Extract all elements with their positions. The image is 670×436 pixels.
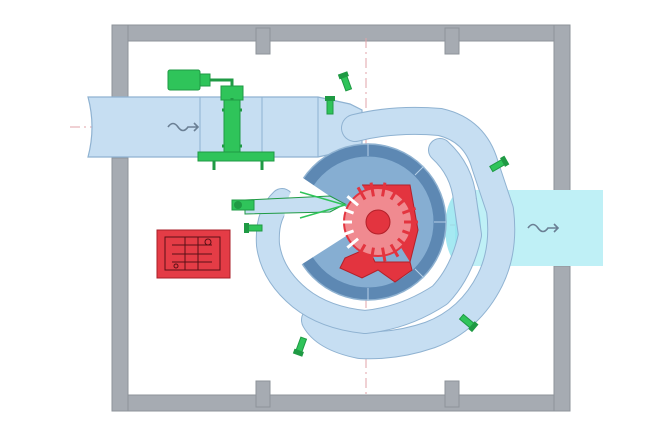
runner-bucket xyxy=(339,229,355,238)
air-release-valve xyxy=(458,313,479,333)
wall-pilaster xyxy=(255,380,271,408)
inlet-butterfly-valve xyxy=(167,69,275,170)
air-release-valves xyxy=(244,71,510,357)
air-release-valve xyxy=(325,96,335,115)
valve-base xyxy=(197,151,275,162)
runner-bucket xyxy=(356,186,367,201)
runner-bucket xyxy=(381,247,387,262)
runner-bucket xyxy=(389,243,400,258)
nozzle-servo xyxy=(231,199,255,211)
valve-actuator xyxy=(167,69,201,91)
runner-hub xyxy=(365,209,391,235)
runner-bucket xyxy=(381,182,387,197)
air-release-valve xyxy=(244,223,263,233)
nozzle-arm xyxy=(244,195,347,215)
spiral-casing xyxy=(255,106,516,360)
valve-body xyxy=(220,85,244,101)
runner-bucket xyxy=(369,182,375,197)
valve-flange xyxy=(223,99,241,159)
air-release-valve xyxy=(292,336,308,357)
runner-bucket xyxy=(401,229,417,238)
wall-left-upper xyxy=(111,24,129,98)
runner-bucket xyxy=(396,195,410,207)
nozzle-needle xyxy=(299,191,348,219)
wall-pilaster xyxy=(255,27,271,55)
pelton-runner xyxy=(338,182,419,283)
distribution-ring-nozzles xyxy=(231,191,348,219)
runner-bucket xyxy=(339,206,355,215)
runner-bucket xyxy=(356,243,367,258)
runner-bucket xyxy=(346,237,360,249)
spiral-outer-pipe xyxy=(302,107,515,359)
wall-pilaster xyxy=(444,380,460,408)
runner-bucket xyxy=(389,186,400,201)
wall-right-lower xyxy=(553,265,571,412)
flow-arrow-icon xyxy=(167,122,200,132)
flow-arrow-icon xyxy=(527,223,560,233)
valve-actuator-head xyxy=(199,73,211,87)
runner-bucket xyxy=(369,247,375,262)
powerhouse-wall xyxy=(111,24,571,412)
runner-buckets xyxy=(338,182,418,262)
wall-left-lower xyxy=(111,157,129,412)
runner-bucket xyxy=(396,237,410,249)
runner-bucket xyxy=(346,195,360,207)
control-cabinet xyxy=(156,229,231,279)
wall-pilaster xyxy=(444,27,460,55)
air-release-valve xyxy=(489,155,510,173)
wall-top xyxy=(111,24,571,42)
housing-ribs xyxy=(367,144,446,300)
wall-right-upper xyxy=(553,24,571,194)
nozzle-valve-handle xyxy=(234,201,242,209)
spiral-inner-pipe xyxy=(256,139,481,333)
wall-bottom xyxy=(111,394,571,412)
cabinet-wiring xyxy=(164,236,221,271)
air-release-valve xyxy=(337,71,353,92)
runner-bucket xyxy=(401,206,417,215)
